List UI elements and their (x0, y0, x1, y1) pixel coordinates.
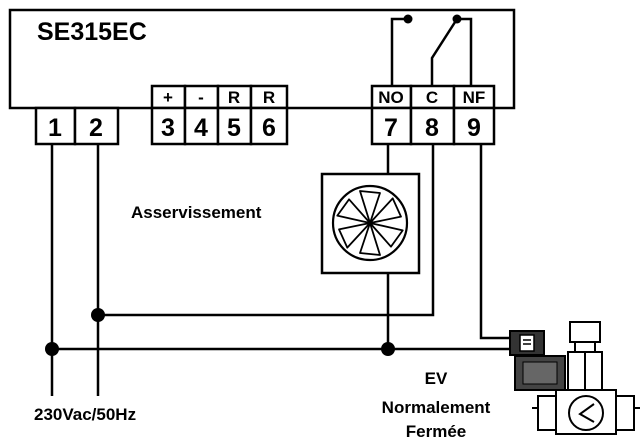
wire-terminal-8 (98, 144, 435, 317)
terminal-number-7: 7 (384, 114, 398, 142)
wiring (45, 144, 540, 396)
terminal-6 (249, 106, 289, 146)
terminal-label-6: R (263, 88, 275, 107)
terminal-number-3: 3 (161, 114, 175, 142)
terminal-label-row: + - R R NO C NF (150, 84, 496, 110)
terminal-3 (150, 106, 187, 146)
wire-terminal-9 (479, 144, 512, 340)
terminal-1 (34, 106, 77, 146)
junction-dot (381, 342, 395, 356)
terminal-number-8: 8 (425, 114, 439, 142)
terminal-label-8: C (426, 88, 438, 107)
terminal-number-4: 4 (194, 114, 208, 142)
terminal-label-4: - (198, 88, 204, 107)
solenoid-valve-icon (509, 321, 640, 435)
valve-label-line2: Normalement (382, 398, 491, 417)
terminal-number-9: 9 (467, 114, 481, 142)
junction-dot (45, 342, 59, 356)
model-title: SE315EC (37, 18, 147, 46)
valve-label-line1: EV (425, 369, 448, 388)
terminal-label-5: R (228, 88, 240, 107)
terminal-label-3: + (163, 88, 173, 107)
terminal-4 (183, 106, 220, 146)
junction-dot (91, 308, 105, 322)
valve-label-line3: Fermée (406, 422, 466, 441)
terminal-5 (216, 106, 253, 146)
terminal-label-7: NO (378, 88, 404, 107)
fan-icon (320, 172, 421, 275)
fan-label: Asservissement (131, 203, 262, 222)
terminal-2 (73, 106, 120, 146)
terminal-number-2: 2 (89, 114, 103, 142)
terminal-number-6: 6 (262, 114, 276, 142)
terminal-number-5: 5 (227, 114, 241, 142)
terminal-9 (452, 106, 496, 146)
terminal-number-1: 1 (48, 114, 62, 142)
relay-contact-symbol (390, 14, 473, 86)
terminal-label-9: NF (463, 88, 486, 107)
terminal-block: 1 2 3 4 5 6 7 8 9 (34, 106, 496, 146)
supply-label: 230Vac/50Hz (34, 405, 136, 424)
